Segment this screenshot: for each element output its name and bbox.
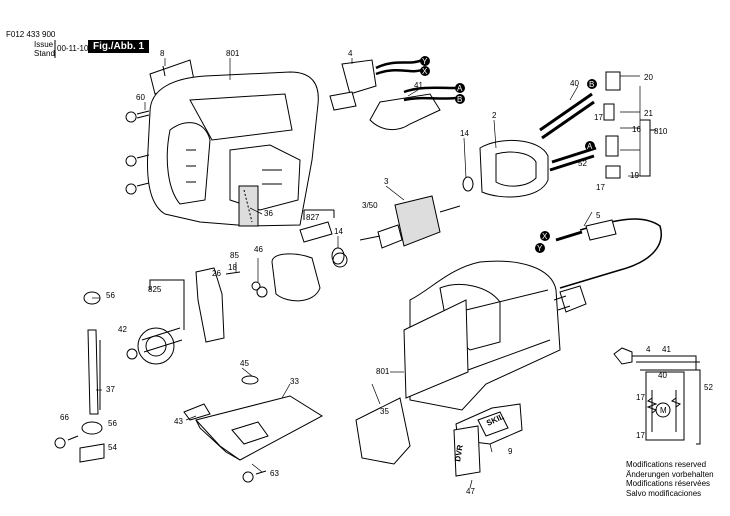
callout: 801 (226, 49, 240, 58)
schematic-label: 4 (646, 345, 651, 354)
note-line: Modifications réservées (626, 479, 711, 488)
callout: 4 (348, 49, 353, 58)
motor-symbol: M (660, 406, 667, 415)
callout: 40 (570, 79, 579, 88)
callout: 47 (466, 487, 475, 496)
callout: 36 (264, 209, 273, 218)
callout: 41 (414, 81, 423, 90)
callout: 16 (632, 125, 641, 134)
figure-label: Fig./Abb. 1 (88, 40, 150, 53)
marker-x-cord: X (542, 232, 548, 241)
callout: 43 (174, 417, 183, 426)
callout: 5 (596, 211, 601, 220)
callout: 14 (334, 227, 343, 236)
modification-notes: Modifications reserved Änderungen vorbeh… (626, 460, 714, 498)
callout: 801 (376, 367, 390, 376)
callout: 17 (594, 113, 603, 122)
schematic-label: 40 (658, 371, 667, 380)
schematic-label: 17 (636, 431, 645, 440)
callout: 14 (460, 129, 469, 138)
callout: 3 (384, 177, 389, 186)
marker-b-brush: B (589, 80, 594, 89)
marker-y-cord: Y (537, 244, 543, 253)
part-number: F012 433 900 (6, 30, 56, 39)
schematic-label: 17 (636, 393, 645, 402)
wire-markers: Y X A B B A X Y (420, 56, 597, 253)
marker-x: X (422, 67, 428, 76)
note-line: Salvo modificaciones (626, 488, 702, 498)
callout: 21 (644, 109, 653, 118)
callout: 20 (644, 73, 653, 82)
callout: 2 (492, 111, 497, 120)
callout: 9 (508, 447, 513, 456)
callout: 66 (60, 413, 69, 422)
schematic-label: 41 (662, 345, 671, 354)
callout: 46 (254, 245, 263, 254)
callout: 63 (270, 469, 279, 478)
callout: 33 (290, 377, 299, 386)
marker-a-brush: A (587, 142, 593, 151)
callout: 827 (306, 213, 320, 222)
marker-a: A (457, 84, 463, 93)
callout-labels: 8 801 60 36 4 41 3 3/50 14 2 14 40 20 17… (60, 49, 668, 496)
callout: 54 (108, 443, 117, 452)
dvr-badge: DVR (453, 444, 465, 462)
issue-date: 00-11-10 (57, 44, 89, 53)
callout: 56 (108, 419, 117, 428)
wiring-schematic: 4 41 40 52 17 17 M (636, 345, 713, 440)
callout: 37 (106, 385, 115, 394)
callout: 60 (136, 93, 145, 102)
callout: 52 (578, 159, 587, 168)
callout: 17 (596, 183, 605, 192)
callout: 3/50 (362, 201, 378, 210)
callout: 45 (240, 359, 249, 368)
callout: 18 (228, 263, 237, 272)
callout: 19 (630, 171, 639, 180)
stand-label: Stand (34, 49, 55, 58)
callout: 56 (106, 291, 115, 300)
callout: 8 (160, 49, 165, 58)
callout: 42 (118, 325, 127, 334)
note-line: Modifications reserved (626, 460, 707, 469)
callout: 26 (212, 269, 221, 278)
issue-label: Issue (34, 40, 54, 49)
schematic-label: 52 (704, 383, 713, 392)
callout: 85 (230, 251, 239, 260)
note-line: Änderungen vorbehalten (626, 469, 714, 479)
callout: 825 (148, 285, 162, 294)
callout: 35 (380, 407, 389, 416)
marker-y: Y (422, 57, 428, 66)
callout: 810 (654, 127, 668, 136)
marker-b: B (457, 95, 462, 104)
